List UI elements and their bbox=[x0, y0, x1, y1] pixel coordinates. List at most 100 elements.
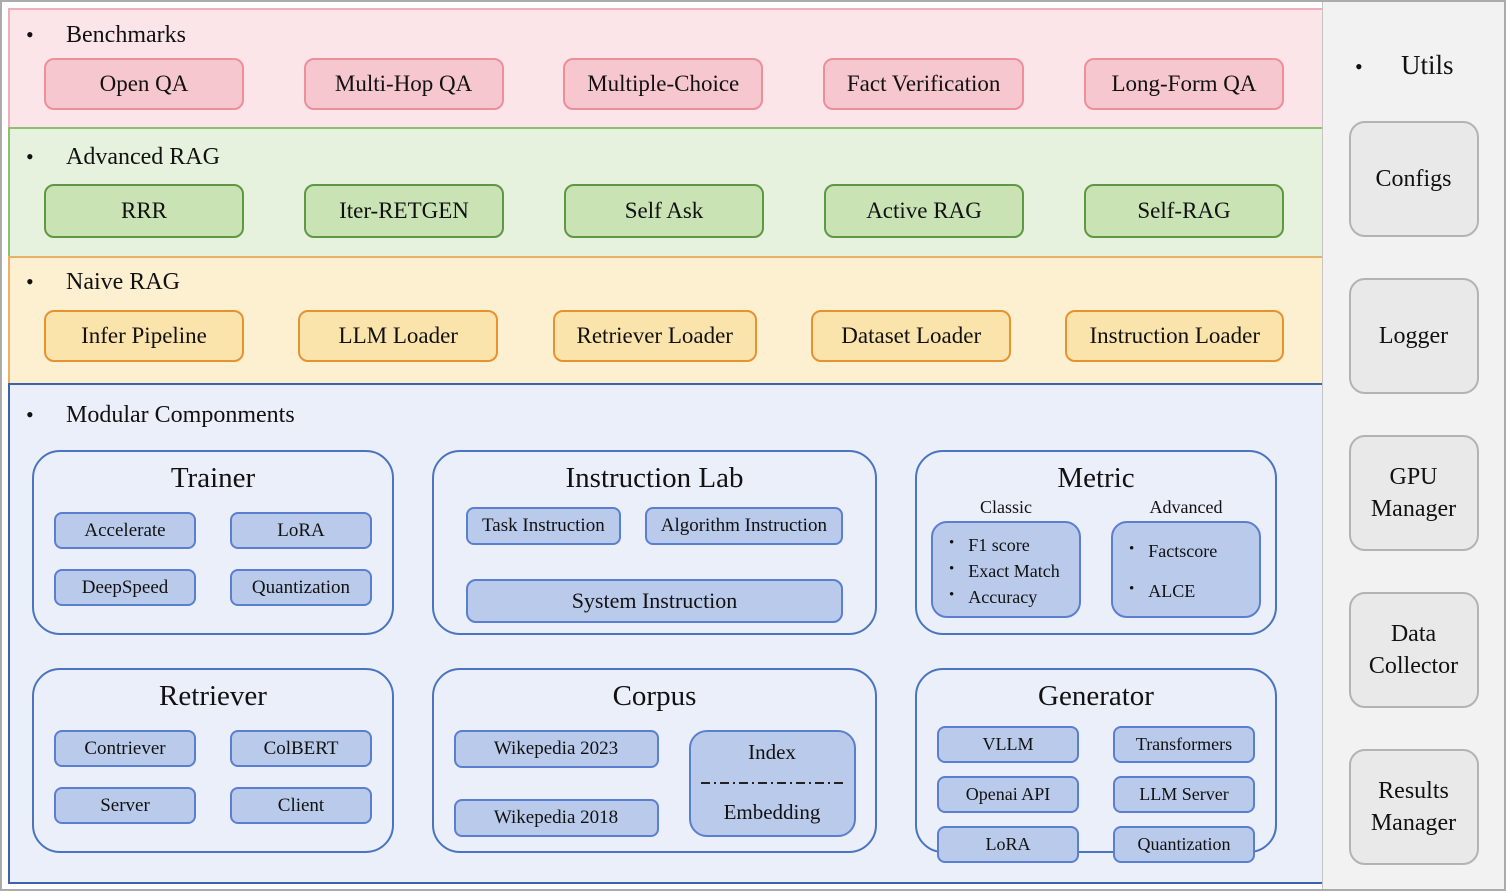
util-configs: Configs bbox=[1348, 121, 1479, 237]
benchmarks-heading: Benchmarks bbox=[10, 10, 1322, 49]
modular-title: Modular Componments bbox=[66, 402, 295, 428]
metric-advanced-label: Advanced bbox=[1149, 497, 1223, 518]
chip-vllm: VLLM bbox=[937, 726, 1079, 764]
benchmarks-row: Open QA Multi-Hop QA Multiple-Choice Fac… bbox=[10, 58, 1322, 110]
modular-components-band: Modular Componments Trainer Accelerate L… bbox=[8, 383, 1324, 884]
method-label: Self-RAG bbox=[1137, 198, 1231, 223]
chip-quantization-generator: Quantization bbox=[1113, 826, 1255, 864]
method-rrr: RRR bbox=[44, 184, 244, 238]
util-data-collector: Data Collector bbox=[1348, 592, 1479, 708]
component-instruction-loader: Instruction Loader bbox=[1065, 310, 1284, 362]
benchmark-long-form-qa: Long-Form QA bbox=[1083, 58, 1284, 110]
bullet-icon bbox=[26, 269, 66, 296]
chip-server: Server bbox=[54, 787, 196, 825]
component-label: LLM Loader bbox=[338, 323, 458, 348]
advanced-rag-title: Advanced RAG bbox=[66, 144, 220, 170]
corpus-card: Corpus Wikepedia 2023 Wikepedia 2018 Ind… bbox=[432, 668, 877, 853]
metric-classic-group: Classic F1 score Exact Match Accuracy bbox=[931, 497, 1081, 619]
benchmark-multi-hop-qa: Multi-Hop QA bbox=[303, 58, 504, 110]
util-gpu-manager: GPU Manager bbox=[1348, 435, 1479, 551]
method-active-rag: Active RAG bbox=[824, 184, 1024, 238]
corpus-body: Wikepedia 2023 Wikepedia 2018 Index Embe… bbox=[434, 730, 875, 838]
metric-item-factscore: Factscore bbox=[1119, 539, 1253, 565]
metric-advanced-group: Advanced Factscore ALCE bbox=[1111, 497, 1261, 619]
naive-rag-heading: Naive RAG bbox=[10, 258, 1322, 296]
chip-accelerate: Accelerate bbox=[54, 512, 196, 550]
naive-rag-title: Naive RAG bbox=[66, 269, 180, 295]
corpus-embedding-label: Embedding bbox=[723, 800, 821, 825]
chip-quantization: Quantization bbox=[230, 569, 372, 607]
benchmark-label: Multi-Hop QA bbox=[334, 71, 473, 96]
component-llm-loader: LLM Loader bbox=[298, 310, 499, 362]
metric-classic-box: F1 score Exact Match Accuracy bbox=[931, 521, 1081, 619]
chip-system-instruction: System Instruction bbox=[466, 579, 843, 624]
chip-client: Client bbox=[230, 787, 372, 825]
instruction-lab-card: Instruction Lab Task Instruction Algorit… bbox=[432, 450, 877, 635]
advanced-rag-row: RRR Iter-RETGEN Self Ask Active RAG Self… bbox=[10, 184, 1322, 238]
method-label: RRR bbox=[120, 198, 168, 223]
chip-colbert: ColBERT bbox=[230, 730, 372, 768]
instruction-lab-title: Instruction Lab bbox=[565, 462, 744, 494]
generator-title: Generator bbox=[1038, 680, 1154, 712]
method-self-rag: Self-RAG bbox=[1084, 184, 1284, 238]
bullet-icon bbox=[26, 22, 66, 49]
benchmarks-band: Benchmarks Open QA Multi-Hop QA Multiple… bbox=[8, 8, 1324, 129]
component-retriever-loader: Retriever Loader bbox=[552, 310, 757, 362]
metric-advanced-box: Factscore ALCE bbox=[1111, 521, 1261, 619]
benchmarks-title: Benchmarks bbox=[66, 22, 186, 48]
component-label: Instruction Loader bbox=[1089, 323, 1260, 348]
benchmark-label: Multiple-Choice bbox=[587, 71, 740, 96]
generator-chips: VLLM Transformers Openai API LLM Server … bbox=[917, 726, 1275, 864]
component-infer-pipeline: Infer Pipeline bbox=[44, 310, 244, 362]
chip-wikepedia-2023: Wikepedia 2023 bbox=[453, 730, 659, 769]
generator-card: Generator VLLM Transformers Openai API L… bbox=[915, 668, 1277, 864]
chip-transformers: Transformers bbox=[1113, 726, 1255, 764]
utils-items: Configs Logger GPU Manager Data Collecto… bbox=[1323, 121, 1504, 865]
benchmark-multiple-choice: Multiple-Choice bbox=[563, 58, 764, 110]
modular-heading: Modular Componments bbox=[10, 385, 1322, 429]
method-label: Self Ask bbox=[624, 198, 704, 223]
utils-sidebar: Utils Configs Logger GPU Manager Data Co… bbox=[1322, 2, 1504, 889]
benchmark-label: Long-Form QA bbox=[1111, 71, 1257, 96]
naive-rag-row: Infer Pipeline LLM Loader Retriever Load… bbox=[10, 310, 1322, 362]
method-self-ask: Self Ask bbox=[564, 184, 764, 238]
corpus-wikipedia-chips: Wikepedia 2023 Wikepedia 2018 bbox=[453, 730, 659, 838]
chip-algorithm-instruction: Algorithm Instruction bbox=[644, 507, 843, 546]
benchmark-open-qa: Open QA bbox=[44, 58, 244, 110]
method-label: Active RAG bbox=[866, 198, 982, 223]
component-dataset-loader: Dataset Loader bbox=[811, 310, 1012, 362]
naive-rag-band: Naive RAG Infer Pipeline LLM Loader Retr… bbox=[8, 256, 1324, 385]
chip-lora-generator: LoRA bbox=[937, 826, 1079, 864]
component-label: Dataset Loader bbox=[841, 323, 982, 348]
advanced-rag-band: Advanced RAG RRR Iter-RETGEN Self Ask Ac… bbox=[8, 127, 1324, 258]
trainer-title: Trainer bbox=[170, 462, 256, 494]
chip-wikepedia-2018: Wikepedia 2018 bbox=[453, 799, 659, 838]
method-label: Iter-RETGEN bbox=[339, 198, 469, 223]
util-logger: Logger bbox=[1348, 278, 1479, 394]
bullet-icon bbox=[26, 402, 66, 429]
instruction-lab-chips: Task Instruction Algorithm Instruction bbox=[434, 507, 875, 546]
corpus-index-embedding-box: Index Embedding bbox=[688, 730, 856, 838]
advanced-rag-heading: Advanced RAG bbox=[10, 129, 1322, 171]
retriever-chips: Contriever ColBERT Server Client bbox=[34, 730, 392, 825]
trainer-card: Trainer Accelerate LoRA DeepSpeed Quanti… bbox=[32, 450, 394, 635]
corpus-title: Corpus bbox=[612, 680, 697, 712]
metric-groups: Classic F1 score Exact Match Accuracy Ad… bbox=[917, 497, 1275, 619]
metric-item-exact-match: Exact Match bbox=[939, 559, 1073, 585]
util-results-manager: Results Manager bbox=[1348, 749, 1479, 865]
metric-item-accuracy: Accuracy bbox=[939, 585, 1073, 611]
chip-lora: LoRA bbox=[230, 512, 372, 550]
corpus-index-label: Index bbox=[748, 740, 796, 765]
modular-cards-grid: Trainer Accelerate LoRA DeepSpeed Quanti… bbox=[32, 450, 1280, 864]
metric-title: Metric bbox=[1057, 462, 1135, 494]
chip-llm-server: LLM Server bbox=[1113, 776, 1255, 814]
metric-card: Metric Classic F1 score Exact Match Accu… bbox=[915, 450, 1277, 635]
retriever-title: Retriever bbox=[159, 680, 267, 712]
bullet-icon bbox=[1355, 50, 1401, 81]
metric-item-alce: ALCE bbox=[1119, 579, 1253, 605]
utils-heading: Utils bbox=[1323, 2, 1504, 81]
component-label: Infer Pipeline bbox=[81, 323, 207, 348]
chip-contriever: Contriever bbox=[54, 730, 196, 768]
metric-item-f1: F1 score bbox=[939, 533, 1073, 559]
